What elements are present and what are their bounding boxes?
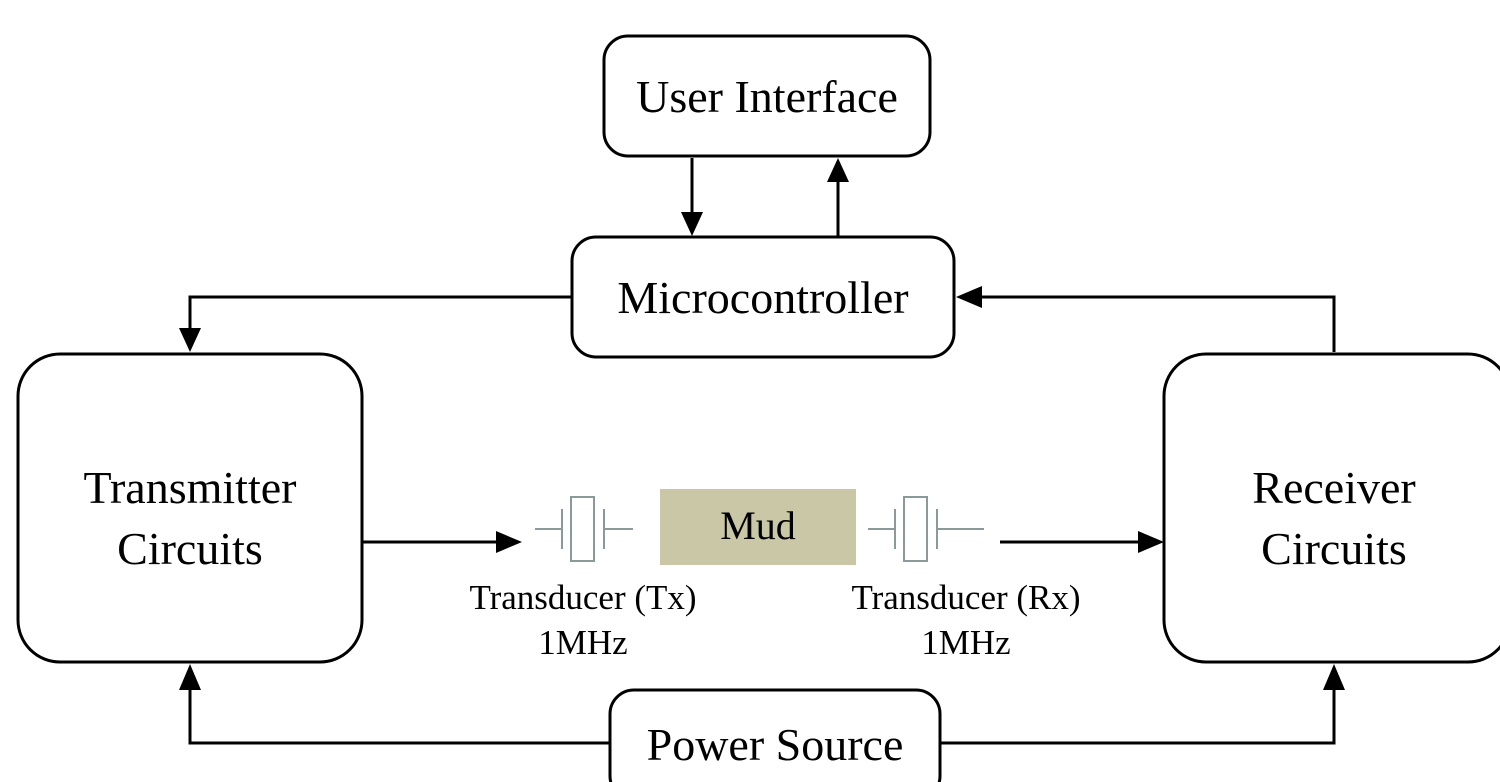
arrow-mcu-to-transmitter xyxy=(188,295,572,330)
microcontroller-label: Microcontroller xyxy=(617,272,908,323)
transmitter-label-line1: Transmitter xyxy=(84,462,297,513)
transducer-rx-frequency: 1MHz xyxy=(921,623,1010,662)
arrow-receiver-to-mcu xyxy=(980,295,1336,352)
connectors xyxy=(179,158,1345,745)
arrowhead-mcu-to-ui xyxy=(827,158,849,182)
transducer-tx-icon xyxy=(535,496,633,562)
arrowhead-transmitter-to-tx xyxy=(496,531,522,553)
transducer-rx-icon xyxy=(868,496,984,562)
arrow-power-to-transmitter xyxy=(188,688,610,745)
transducer-rx-label: Transducer (Rx) xyxy=(851,578,1080,617)
arrowhead-power-to-receiver xyxy=(1323,664,1345,690)
receiver-label-line2: Circuits xyxy=(1261,523,1407,574)
arrowhead-rx-to-receiver xyxy=(1138,531,1164,553)
mud-block xyxy=(660,489,856,565)
arrowhead-receiver-to-mcu xyxy=(956,286,982,308)
arrowhead-ui-to-mcu xyxy=(681,212,703,236)
transducer-tx-label: Transducer (Tx) xyxy=(469,578,696,617)
transducer-tx-frequency: 1MHz xyxy=(538,623,627,662)
arrowhead-mcu-to-transmitter xyxy=(179,328,201,352)
transmitter-label-line2: Circuits xyxy=(117,523,263,574)
receiver-label-line1: Receiver xyxy=(1252,462,1415,513)
receiver-circuits-block: Receiver Circuits xyxy=(1162,352,1500,664)
transmitter-circuits-block: Transmitter Circuits xyxy=(16,352,364,664)
arrow-power-to-receiver xyxy=(940,688,1336,745)
mud-medium: Mud xyxy=(660,489,856,565)
microcontroller-block: Microcontroller xyxy=(570,235,956,359)
user-interface-block: User Interface xyxy=(602,34,932,158)
power-source-block: Power Source xyxy=(608,688,942,782)
mud-label: Mud xyxy=(720,503,796,548)
arrowhead-power-to-transmitter xyxy=(179,664,201,690)
user-interface-label: User Interface xyxy=(636,71,898,122)
power-source-label: Power Source xyxy=(647,719,904,770)
